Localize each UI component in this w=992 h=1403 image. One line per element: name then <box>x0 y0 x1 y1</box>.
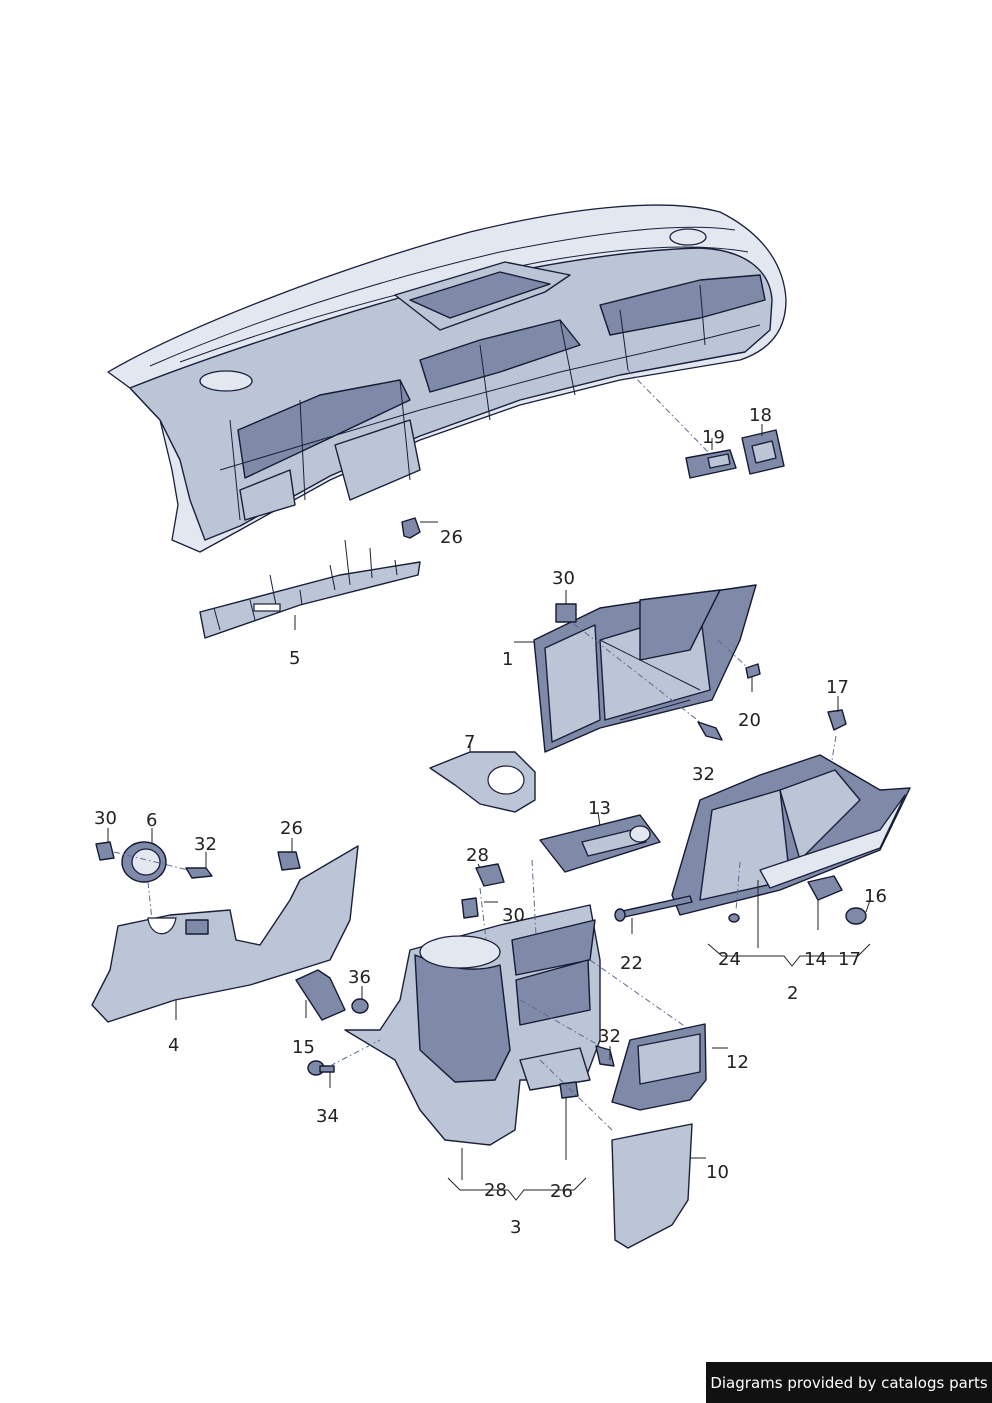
part-36-nut <box>351 998 369 1014</box>
part-13-housing <box>539 814 661 873</box>
leader-lines <box>107 424 871 1201</box>
callout-13: 13 <box>588 798 611 819</box>
callout-24: 24 <box>718 949 741 970</box>
callout-labels: 26 5 1 30 20 32 19 18 17 7 13 30 6 32 26… <box>94 405 887 1238</box>
assembly-lines <box>113 369 837 1131</box>
callout-22-lower: 22 <box>620 953 643 974</box>
callout-26-lower: 26 <box>550 1181 573 1202</box>
part-26-clip-left <box>277 851 301 871</box>
part-14-latch <box>807 875 843 901</box>
callout-30-center: 30 <box>502 905 525 926</box>
part-10-cover <box>611 1123 693 1249</box>
callout-6: 6 <box>146 810 157 831</box>
callout-34: 34 <box>316 1106 339 1127</box>
part-17-clip-upper <box>827 709 847 731</box>
callout-26-left: 26 <box>280 818 303 839</box>
part-17-clip-lower <box>728 913 740 923</box>
credit-banner: Diagrams provided by catalogs parts <box>706 1362 992 1403</box>
part-22-bolt <box>614 895 693 922</box>
screw-20 <box>745 663 761 679</box>
callout-20: 20 <box>738 710 761 731</box>
screw-32-right <box>697 721 723 741</box>
callout-2: 2 <box>787 983 798 1004</box>
part-26-clip-top <box>401 517 421 539</box>
screw-32-left <box>185 867 213 879</box>
callout-30-left: 30 <box>94 808 117 829</box>
part-6-vent <box>121 841 167 883</box>
part-30-clip-left <box>95 841 115 861</box>
callout-17-upper: 17 <box>826 677 849 698</box>
part-18-switch <box>741 429 785 475</box>
part-15-bracket <box>295 969 346 1021</box>
callout-16: 16 <box>864 886 887 907</box>
callout-28-lower: 28 <box>484 1180 507 1201</box>
callout-12: 12 <box>726 1052 749 1073</box>
part-2-glovebox <box>671 754 911 916</box>
callout-1: 1 <box>502 649 513 670</box>
part-4-knee-panel <box>91 845 359 1023</box>
part-30-clip-center <box>461 897 479 919</box>
screw-32-center <box>595 1045 615 1067</box>
callout-18: 18 <box>749 405 772 426</box>
callout-36: 36 <box>348 967 371 988</box>
part-1-housing <box>533 584 757 753</box>
callout-26-top: 26 <box>440 527 463 548</box>
callout-15: 15 <box>292 1037 315 1058</box>
dashboard-panel <box>107 204 787 553</box>
part-19-switch <box>685 449 737 479</box>
part-5-strip <box>199 539 421 639</box>
part-3-center-console <box>344 904 601 1146</box>
callout-28-upper: 28 <box>466 845 489 866</box>
part-12-tray <box>611 1023 707 1111</box>
part-28-clip <box>475 863 505 887</box>
callout-32-center: 32 <box>598 1026 621 1047</box>
callout-30-top: 30 <box>552 568 575 589</box>
callout-32-right: 32 <box>692 764 715 785</box>
callout-7: 7 <box>464 732 475 753</box>
callout-10: 10 <box>706 1162 729 1183</box>
callout-3: 3 <box>510 1217 521 1238</box>
callout-17-lower: 17 <box>838 949 861 970</box>
part-26-clip-center <box>559 1081 579 1099</box>
callout-4: 4 <box>168 1035 179 1056</box>
screw-34 <box>307 1060 335 1076</box>
callout-32-left: 32 <box>194 834 217 855</box>
part-7-trim <box>429 751 536 813</box>
callout-5: 5 <box>289 648 300 669</box>
callout-14: 14 <box>804 949 827 970</box>
callout-19: 19 <box>702 427 725 448</box>
part-16-cylinder <box>845 907 867 925</box>
